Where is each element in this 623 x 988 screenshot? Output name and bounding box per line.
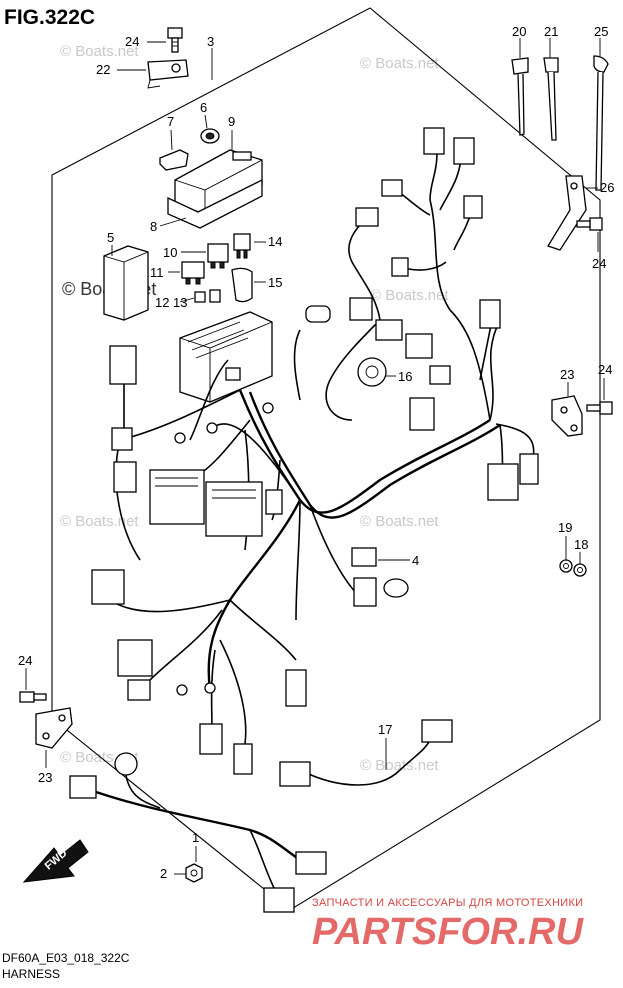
callouts: 24 22 3 6 7 9 8 5 10 14 11 15 12 13 20 2… <box>18 24 614 881</box>
callout-22: 22 <box>96 62 110 77</box>
branding-tagline: ЗАПЧАСТИ И АКСЕССУАРЫ ДЛЯ МОТОТЕХНИКИ <box>312 897 583 909</box>
fwd-arrow: FWD <box>22 839 89 883</box>
drawing-code: DF60A_E03_018_322C <box>2 951 130 965</box>
callout-24: 24 <box>592 256 606 271</box>
callout-23: 23 <box>560 367 574 382</box>
callout-20: 20 <box>512 24 526 39</box>
callout-14: 14 <box>268 234 282 249</box>
callout-24: 24 <box>125 34 139 49</box>
watermark: © Boats.net <box>370 287 449 304</box>
callout-19: 19 <box>558 520 572 535</box>
watermark: © Boats.net <box>360 513 439 530</box>
bolt-24-left <box>19 691 47 703</box>
clip-23-left <box>35 707 73 749</box>
fuse-12-13 <box>194 289 221 303</box>
callout-21: 21 <box>544 24 558 39</box>
bolt-24-top <box>167 27 183 53</box>
main-harness <box>109 139 535 751</box>
grommet-6 <box>200 128 220 144</box>
callout-15: 15 <box>268 275 282 290</box>
callout-26: 26 <box>600 180 614 195</box>
drawing-name: HARNESS <box>2 967 60 981</box>
callout-10: 10 <box>163 245 177 260</box>
clip-22 <box>147 59 189 89</box>
callout-11: 11 <box>150 265 164 280</box>
sub-harness-1 <box>69 752 327 913</box>
connectors <box>91 127 539 775</box>
callout-1: 1 <box>192 830 199 845</box>
watermark: © Boats.net <box>360 757 439 774</box>
strap-20 <box>511 57 529 136</box>
callout-3: 3 <box>207 34 214 49</box>
callout-9: 9 <box>228 114 235 129</box>
relay-14 <box>233 233 251 259</box>
callout-4: 4 <box>412 553 419 568</box>
figure-title: FIG.322C <box>4 6 95 29</box>
relay-10 <box>207 243 229 269</box>
watermark: © Boats.net <box>60 43 139 60</box>
branding-logo: PARTSFOR.RU <box>312 911 584 953</box>
strap-25 <box>593 55 609 191</box>
nut-2 <box>185 863 203 883</box>
relay-cover-5 <box>103 245 149 321</box>
bolt-24-right <box>576 217 603 231</box>
bolt-24-right-lower <box>586 401 613 415</box>
junction-block <box>179 311 273 403</box>
sub-harness-17 <box>279 719 453 787</box>
cap-15 <box>231 267 253 303</box>
bracket-26 <box>547 175 587 251</box>
callout-5: 5 <box>107 230 114 245</box>
callout-17: 17 <box>378 722 392 737</box>
callout-24: 24 <box>18 653 32 668</box>
watermark: © Boats.net <box>60 513 139 530</box>
bracket-7 <box>159 149 189 171</box>
frame-outline <box>51 7 601 911</box>
washer-19 <box>559 559 573 573</box>
callout-25: 25 <box>594 24 608 39</box>
clip-23-right <box>551 395 583 437</box>
callout-23: 23 <box>38 770 52 785</box>
callout-12: 12 <box>155 295 169 310</box>
callout-7: 7 <box>167 114 174 129</box>
nut-18 <box>573 563 587 577</box>
callout-18: 18 <box>574 537 588 552</box>
gasket-8 <box>167 178 263 229</box>
callout-13: 13 <box>173 295 187 310</box>
strap-21 <box>543 57 559 141</box>
callout-16: 16 <box>398 369 412 384</box>
leader-lines <box>25 38 605 875</box>
callout-24: 24 <box>598 362 612 377</box>
watermark: © Boats.net <box>360 55 439 72</box>
callout-2: 2 <box>160 866 167 881</box>
callout-8: 8 <box>150 219 157 234</box>
callout-6: 6 <box>200 100 207 115</box>
relay-11 <box>181 261 205 285</box>
